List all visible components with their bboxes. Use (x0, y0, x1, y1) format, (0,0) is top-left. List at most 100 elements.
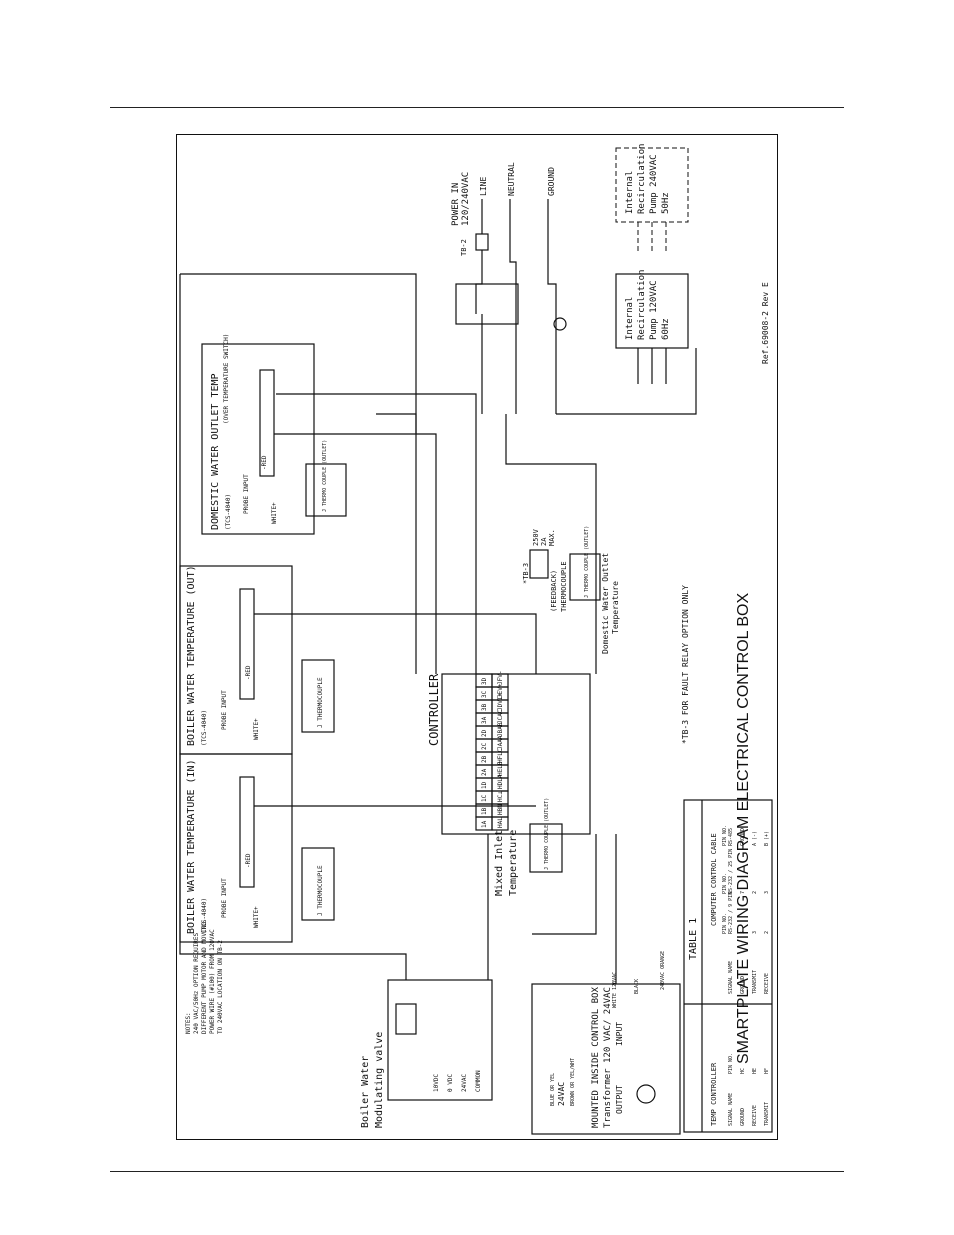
controller-terminal-label: HFLC (497, 748, 504, 763)
pump-240-outline (615, 147, 689, 223)
dwo-probe-label: PROBE INPUT (243, 474, 250, 514)
controller-terminal-label: HELB (497, 761, 504, 776)
mixed-tc-label: J THERMO COUPLE (OUTLET) (544, 798, 550, 870)
table-cell: TRANSMIT (764, 1102, 770, 1126)
wire-bus (505, 414, 597, 674)
dwo-outline (201, 343, 315, 535)
controller-terminal-label: 1C (481, 794, 488, 802)
valve-body (387, 979, 493, 1101)
bwt-out-controller: BOILER WATER TEMPERATURE (OUT) (TCS-4040… (179, 565, 335, 755)
table-cell: SIGNAL NAME (728, 1093, 734, 1126)
dwo-title: DOMESTIC WATER OUTLET TEMP (210, 373, 221, 530)
transformer: MOUNTED INSIDE CONTROL BOX Transformer 1… (531, 951, 681, 1135)
table-cell: 7 (740, 891, 746, 894)
line-label: LINE (479, 177, 488, 196)
valve-row: COMMON (475, 1070, 482, 1092)
bwt-in-probe: PROBE INPUT (221, 878, 228, 918)
tb3-label: *TB-3 (522, 563, 530, 584)
valve-row: 24VAC (461, 1074, 468, 1092)
table-subheader: PIN NO. (722, 913, 728, 934)
controller-terminal-label: 3C (481, 690, 488, 698)
controller-terminal-label: 1D (481, 781, 488, 789)
neutral-wire (509, 199, 517, 284)
bwt-in-red: -RED (245, 853, 252, 868)
table-cell: 3 (764, 891, 770, 894)
pump-120-leads (637, 348, 667, 384)
wire-bus (179, 274, 407, 980)
transformer-24vac: 24VAC (557, 1082, 566, 1106)
tb3-note: *TB-3 FOR FAULT RELAY OPTION ONLY (681, 585, 690, 744)
table-cell: RECEIVE (752, 1105, 758, 1126)
dwo-temp-label: Temperature (611, 581, 620, 634)
mixed-inlet: Mixed Inlet Temperature J THERMO COUPLE … (494, 798, 563, 896)
table-cell: 5 (740, 931, 746, 934)
tb3-rating: 250V (532, 528, 540, 546)
pump-120-line: Recirculation (637, 270, 647, 340)
controller-terminal-label: JAAA (497, 735, 504, 750)
pump-120-line: Internal (625, 297, 635, 340)
pump-switch-block (455, 283, 519, 325)
controller-terminal-label: HC⊥ (497, 791, 504, 802)
pump-240-box: Internal Recirculation Pump 240VAC 50Hz (615, 144, 689, 252)
line-wire (475, 199, 483, 314)
transformer-wire: 240VAC ORANGE (660, 951, 666, 990)
tb3-rating: 2A (540, 537, 548, 546)
transformer-wire: BROWN OR YEL/WHT (570, 1058, 576, 1106)
diagram-frame (176, 134, 778, 1140)
pump-240-leads (637, 222, 667, 252)
table-cell: 3 (752, 931, 758, 934)
transformer-outline (531, 983, 681, 1135)
note-line: POWER WIRE (#100) FROM 120VAC (209, 929, 216, 1034)
table-cell: PIN NO. (728, 1053, 734, 1074)
dwo-white-label: WHITE+ (271, 502, 278, 524)
controller-terminal-label: 2B (481, 755, 488, 763)
table-cell: HF (764, 1068, 770, 1074)
bwt-out-terminal-strip (239, 588, 255, 700)
bwt-out-thermocouple-label: J THERMOCOUPLE (317, 677, 324, 728)
transformer-coil-icon (636, 1084, 656, 1104)
transformer-wire: WHITE 120VAC (612, 972, 618, 1008)
tb3-rating: MAX. (548, 529, 556, 546)
bwt-in-title: BOILER WATER TEMPERATURE (IN) (186, 759, 197, 934)
table-right-header: COMPUTER CONTROL CABLE (710, 833, 718, 926)
feedback-label: (FEEDBACK) (550, 570, 558, 612)
pump-240-line: Pump 240VAC (649, 154, 659, 214)
fuse-icon (553, 317, 567, 331)
bwt-in-terminal-strip (239, 776, 255, 888)
wire-bus (274, 433, 437, 674)
bwt-in-thermocouple (301, 847, 335, 921)
table-cell: RS-485 (728, 828, 734, 846)
power-in: POWER IN 120/240VAC LINE NEUTRAL GROUND … (451, 162, 557, 414)
transformer-input: INPUT (615, 1022, 624, 1046)
bwt-out-model: (TCS-4040) (201, 710, 208, 746)
pump-120-line: Pump 120VAC (649, 280, 659, 340)
table-cell: GROUND (740, 976, 746, 994)
diagram-title: SMARTPLATE WIRING DIAGRAM ELECTRICAL CON… (735, 592, 752, 1064)
header-rule (110, 107, 844, 108)
power-in-voltage: 120/240VAC (461, 172, 471, 226)
table-left-header: TEMP CONTROLLER (710, 1062, 718, 1126)
controller-terminal-label: JBAB (497, 722, 504, 737)
modulating-valve: Boiler Water Modulating valve 10VDC 0 VD… (360, 979, 493, 1128)
bwt-out-thermocouple (301, 659, 335, 733)
pump-240-line: 50Hz (661, 192, 671, 214)
controller-title: CONTROLLER (427, 673, 441, 746)
dwo-model: (TCS-4040) (225, 494, 232, 530)
mixed-tc-box (529, 823, 563, 873)
table-cell: 2 (764, 931, 770, 934)
controller-terminal-label: 2A (481, 768, 488, 776)
pump-240-line: Internal (625, 171, 635, 214)
feedback-tc-label: J THERMO COUPLE (OUTLET) (584, 526, 590, 598)
dwo-thermocouple (305, 463, 347, 517)
pump-120-line: 60Hz (661, 318, 671, 340)
dwo-thermocouple-label: J THERMO COUPLE (OUTLET) (322, 440, 328, 512)
neutral-label: NEUTRAL (507, 162, 516, 196)
wire-bus (532, 834, 597, 935)
table-cell: A (-) (752, 831, 758, 846)
table-1: TABLE 1 TEMP CONTROLLER COMPUTER CONTROL… (683, 799, 773, 1133)
table-outline (683, 799, 773, 1133)
dwo-red-label: -RED (261, 455, 268, 470)
tb2-label: TB-2 (460, 239, 468, 256)
valve-label: Boiler Water (360, 1056, 371, 1128)
